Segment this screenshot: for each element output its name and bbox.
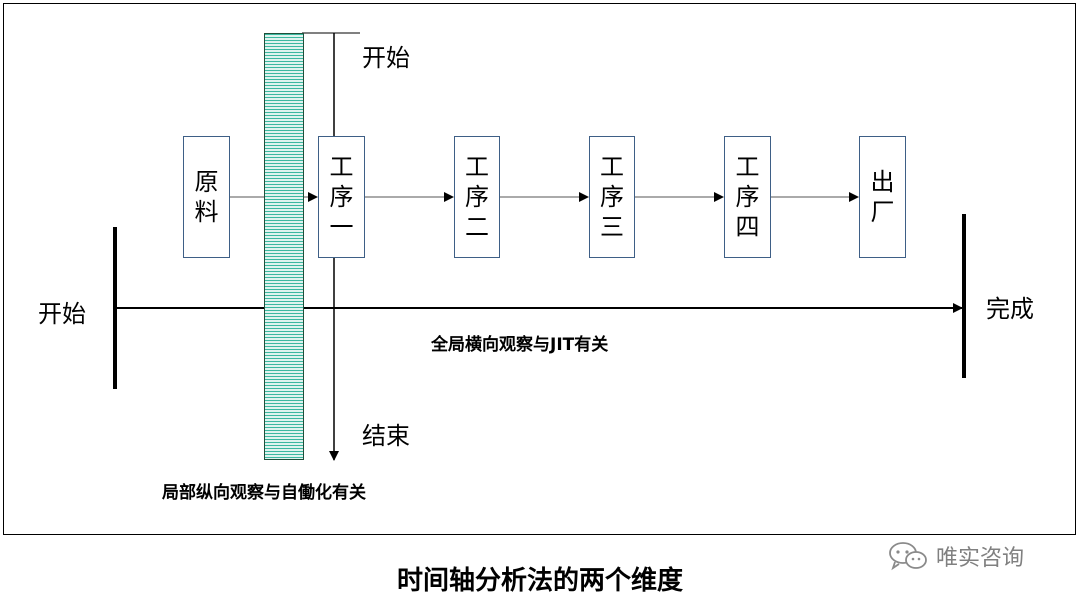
vertical-observation-band [264, 33, 304, 460]
vertical-end-label: 结束 [362, 422, 410, 450]
vertical-start-label: 开始 [362, 44, 410, 72]
process-box-step3: 工序三 [589, 136, 635, 258]
process-box-step4: 工序四 [724, 136, 771, 258]
process-box-step1: 工序一 [318, 136, 365, 258]
timeline-end-label: 完成 [986, 295, 1034, 323]
process-box-exit: 出厂 [859, 136, 906, 258]
vertical-caption: 局部纵向观察与自働化有关 [162, 483, 366, 503]
diagram-frame [3, 3, 1076, 535]
wechat-icon [889, 542, 927, 571]
process-box-exit-label: 出厂 [870, 168, 895, 226]
process-box-step1-label: 工序一 [329, 153, 354, 241]
process-box-raw: 原料 [183, 136, 230, 258]
watermark: 唯实咨询 [888, 540, 1024, 572]
process-box-step2: 工序二 [454, 136, 500, 258]
timeline-start-label: 开始 [38, 300, 86, 328]
process-box-step4-label: 工序四 [735, 153, 760, 241]
process-box-step3-label: 工序三 [600, 153, 624, 241]
timeline-caption: 全局横向观察与JIT有关 [431, 335, 609, 355]
watermark-text: 唯实咨询 [936, 546, 1025, 571]
process-box-raw-label: 原料 [194, 168, 219, 226]
process-box-step2-label: 工序二 [465, 153, 489, 241]
figure-title: 时间轴分析法的两个维度 [396, 566, 683, 596]
